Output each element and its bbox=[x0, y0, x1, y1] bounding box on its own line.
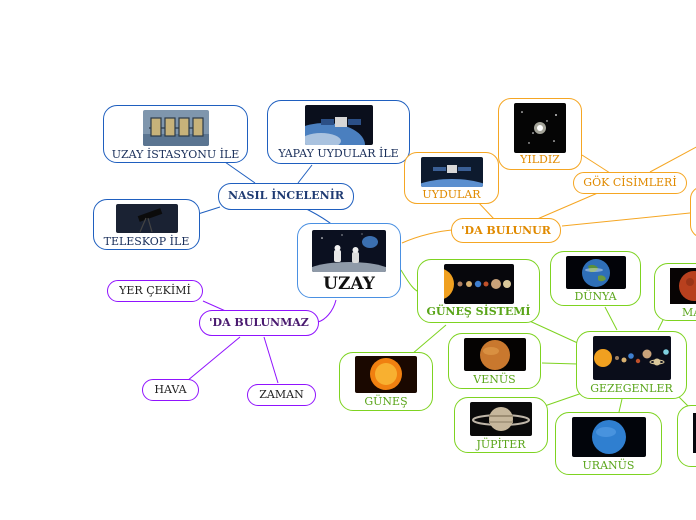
venus-image bbox=[464, 338, 526, 371]
subtopic-uranus[interactable]: URANÜS bbox=[555, 412, 662, 475]
central-topic-uzay[interactable]: UZAY bbox=[297, 223, 401, 298]
topic-gunes-sistemi[interactable]: GÜNEŞ SİSTEMİ bbox=[417, 259, 540, 323]
star-cluster-image bbox=[514, 103, 566, 153]
mars-label: MA bbox=[682, 307, 696, 319]
subtopic-dunya[interactable]: DÜNYA bbox=[550, 251, 641, 306]
subtopic-uzay-istasyonu[interactable]: UZAY İSTASYONU İLE bbox=[103, 105, 248, 163]
uranus-image bbox=[572, 417, 646, 457]
jupiter-image bbox=[470, 402, 532, 436]
satellite-earth-image bbox=[305, 105, 373, 145]
satellite-image bbox=[421, 157, 483, 187]
mars-image bbox=[670, 268, 696, 304]
subtopic-gunes[interactable]: GÜNEŞ bbox=[339, 352, 433, 411]
topic-nasil-incelenir[interactable]: NASIL İNCELENİR bbox=[218, 183, 354, 210]
yildiz-label: YILDIZ bbox=[499, 154, 581, 166]
nasil-incelenir-label: NASIL İNCELENİR bbox=[219, 190, 353, 202]
subtopic-gok-cisimleri[interactable]: GÖK CİSİMLERİ bbox=[573, 172, 687, 194]
sun-image bbox=[355, 356, 417, 393]
topic-da-bulunur[interactable]: 'DA BULUNUR bbox=[451, 218, 561, 243]
central-label: UZAY bbox=[298, 274, 400, 294]
da-bulunur-label: 'DA BULUNUR bbox=[452, 225, 560, 237]
subtopic-mars[interactable]: MA bbox=[654, 263, 696, 321]
uydular-label: UYDULAR bbox=[405, 189, 498, 201]
offscreen-orange-node[interactable] bbox=[690, 186, 696, 238]
gok-cisimleri-label: GÖK CİSİMLERİ bbox=[574, 177, 686, 189]
yapay-uydular-label: YAPAY UYDULAR İLE bbox=[268, 148, 409, 160]
earth-image bbox=[566, 256, 626, 289]
hava-label: HAVA bbox=[143, 384, 198, 396]
venus-label: VENÜS bbox=[449, 374, 540, 386]
topic-da-bulunmaz[interactable]: 'DA BULUNMAZ bbox=[199, 310, 319, 336]
subtopic-teleskop[interactable]: TELESKOP İLE bbox=[93, 199, 200, 250]
subtopic-yildiz[interactable]: YILDIZ bbox=[498, 98, 582, 170]
subtopic-zaman[interactable]: ZAMAN bbox=[247, 384, 316, 406]
space-station-image bbox=[143, 110, 209, 146]
subtopic-jupiter[interactable]: JÜPİTER bbox=[454, 397, 548, 453]
solar-system-image bbox=[444, 264, 514, 304]
planets-image bbox=[593, 336, 671, 380]
subtopic-hava[interactable]: HAVA bbox=[142, 379, 199, 401]
astronauts-moon-image bbox=[312, 230, 386, 272]
uzay-istasyonu-label: UZAY İSTASYONU İLE bbox=[104, 149, 247, 161]
subtopic-venus[interactable]: VENÜS bbox=[448, 333, 541, 389]
yer-cekimi-label: YER ÇEKİMİ bbox=[108, 285, 202, 297]
dunya-label: DÜNYA bbox=[551, 291, 640, 303]
subtopic-yapay-uydular[interactable]: YAPAY UYDULAR İLE bbox=[267, 100, 410, 164]
jupiter-label: JÜPİTER bbox=[455, 439, 547, 451]
uranus-label: URANÜS bbox=[556, 460, 661, 472]
da-bulunmaz-label: 'DA BULUNMAZ bbox=[200, 317, 318, 329]
zaman-label: ZAMAN bbox=[248, 389, 315, 401]
offscreen-green-node[interactable] bbox=[677, 405, 696, 467]
subtopic-yer-cekimi[interactable]: YER ÇEKİMİ bbox=[107, 280, 203, 302]
gunes-label: GÜNEŞ bbox=[340, 396, 432, 408]
teleskop-label: TELESKOP İLE bbox=[94, 236, 199, 248]
gunes-sistemi-label: GÜNEŞ SİSTEMİ bbox=[418, 306, 539, 318]
telescope-image bbox=[116, 204, 178, 233]
subtopic-gezegenler[interactable]: GEZEGENLER bbox=[576, 331, 687, 399]
gezegenler-label: GEZEGENLER bbox=[577, 383, 686, 395]
subtopic-uydular[interactable]: UYDULAR bbox=[404, 152, 499, 204]
